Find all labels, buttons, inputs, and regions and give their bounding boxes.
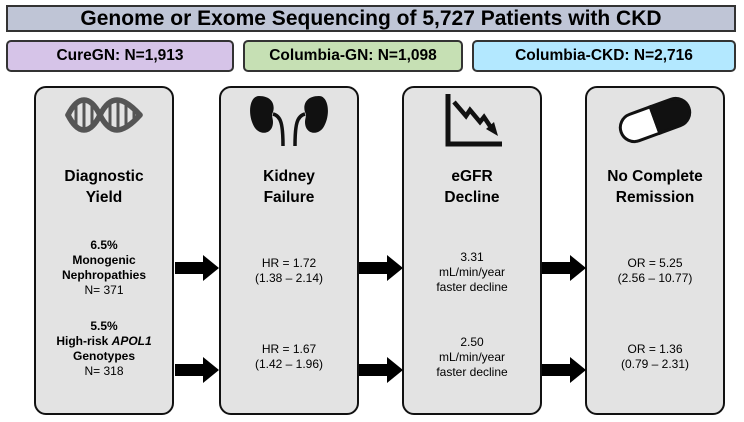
panel-egfr-decline: eGFR Decline 3.31 mL/min/year faster dec… [402,86,542,415]
stat-apol1: 5.5% High-risk APOL1 Genotypes N= 318 [56,319,152,378]
arrow-right-icon [359,357,403,383]
panel-diagnostic-yield: Diagnostic Yield 6.5% Monogenic Nephropa… [34,86,174,415]
stat-egfr-monogenic: 3.31 mL/min/year faster decline [436,250,508,294]
panel-heading: No Complete Remission [607,168,703,206]
stat-egfr-apol1: 2.50 mL/min/year faster decline [436,335,508,379]
stat-or-apol1: OR = 1.36 (0.79 – 2.31) [620,342,690,371]
panel-heading: Diagnostic Yield [64,168,144,206]
cohort-columbia-ckd: Columbia-CKD: N=2,716 [472,40,736,72]
stat-or-monogenic: OR = 5.25 (2.56 – 10.77) [617,256,693,285]
stat-monogenic: 6.5% Monogenic Nephropathies N= 371 [61,238,146,297]
cohort-curegn: CureGN: N=1,913 [6,40,234,72]
arrow-right-icon [175,357,219,383]
panel-heading: eGFR Decline [444,168,500,206]
kidney-icon [221,92,357,152]
arrow-right-icon [175,255,219,281]
panel-no-complete-remission: No Complete Remission OR = 5.25 (2.56 – … [585,86,725,415]
panel-kidney-failure: Kidney Failure HR = 1.72 (1.38 – 2.14) H… [219,86,359,415]
arrow-right-icon [359,255,403,281]
dna-icon [36,92,172,152]
stat-hr-monogenic: HR = 1.72 (1.38 – 2.14) [254,256,324,285]
pill-capsule-icon [587,92,723,152]
panel-heading: Kidney Failure [263,168,315,206]
arrow-right-icon [542,357,586,383]
stat-hr-apol1: HR = 1.67 (1.42 – 1.96) [254,342,324,371]
diagram-title: Genome or Exome Sequencing of 5,727 Pati… [6,5,736,32]
cohort-columbia-gn: Columbia-GN: N=1,098 [243,40,463,72]
arrow-right-icon [542,255,586,281]
declining-chart-icon [404,92,540,152]
